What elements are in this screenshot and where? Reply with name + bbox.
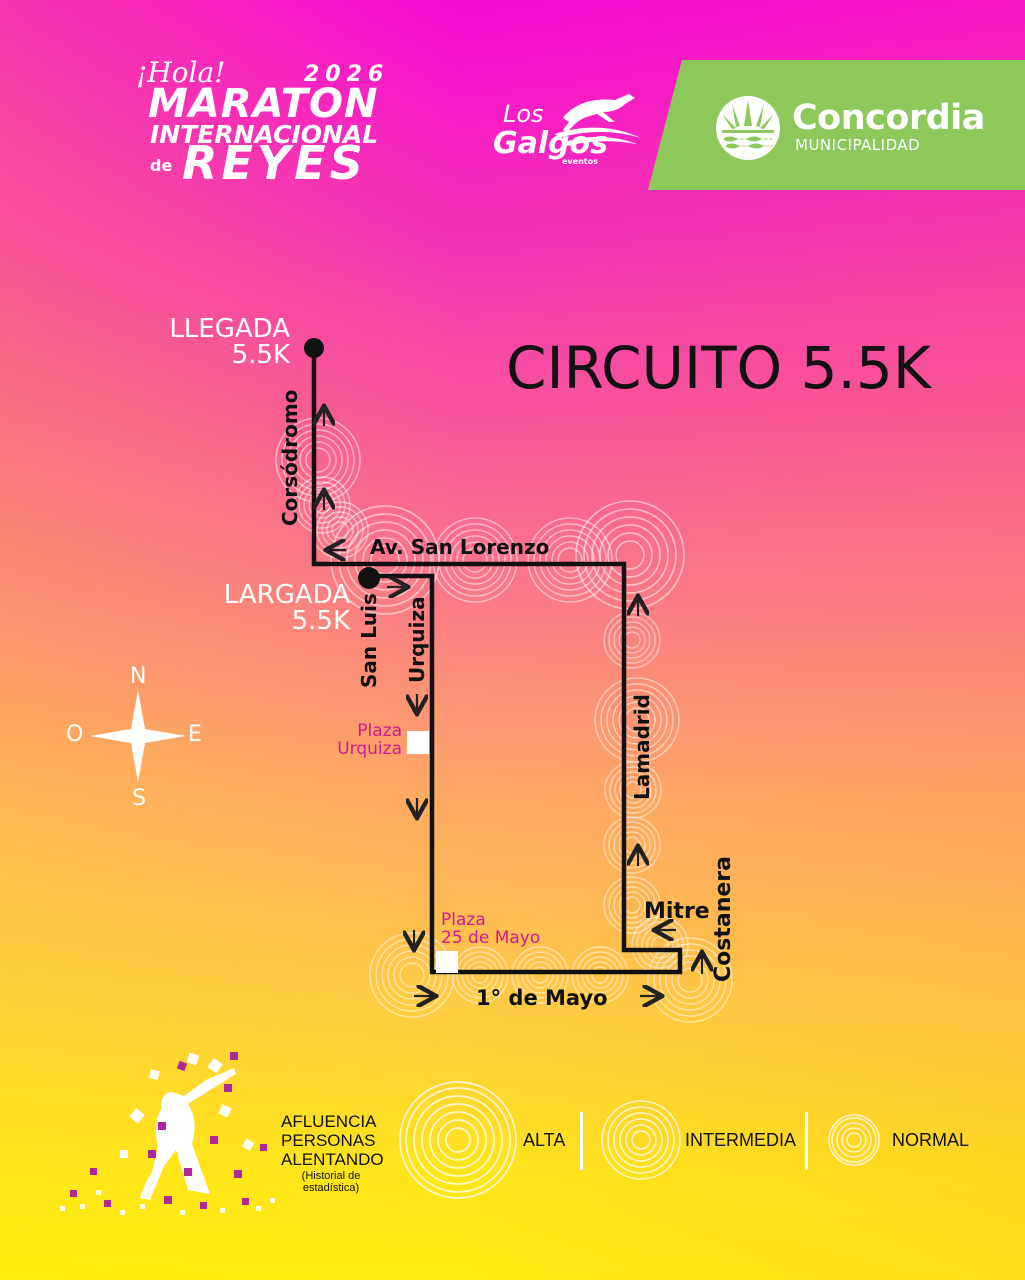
finish-label: LLEGADA 5.5K: [150, 316, 290, 368]
legend-title-line3: ALENTANDO: [281, 1150, 384, 1169]
start-label: LARGADA 5.5K: [210, 582, 350, 634]
legend-level-alta: ALTA: [523, 1130, 566, 1150]
direction-arrows: [324, 408, 702, 996]
legend-divider: [805, 1112, 808, 1170]
legend-title: AFLUENCIA PERSONAS ALENTANDO (Historial …: [281, 1112, 387, 1194]
finish-label-text: LLEGADA: [169, 314, 290, 344]
landmark-line2: Urquiza: [337, 739, 402, 759]
ring-intermedia-icon: [601, 1100, 681, 1180]
logo-greeting: ¡Hola!: [136, 56, 226, 89]
street-san-lorenzo: Av. San Lorenzo: [370, 535, 550, 559]
finish-distance: 5.5K: [231, 340, 290, 370]
landmark-plaza-urquiza: Plaza Urquiza: [336, 722, 402, 758]
ring-alta-icon: [399, 1081, 517, 1199]
plaza-urquiza-marker: [407, 731, 429, 754]
cheering-fan-icon: [60, 1052, 275, 1215]
landmark-line1: Plaza: [441, 910, 486, 930]
street-costanera: Costanera: [711, 856, 736, 982]
organizer-line1: Los: [503, 100, 544, 128]
legend-level-normal: NORMAL: [892, 1130, 970, 1150]
landmark-line2: 25 de Mayo: [441, 928, 541, 948]
landmark-line1: Plaza: [357, 721, 402, 741]
concordia-emblem-icon: [716, 96, 780, 160]
logo-line2: INTERNACIONAL: [150, 120, 379, 149]
logo-line1: MARATON: [148, 81, 379, 127]
start-distance: 5.5K: [291, 606, 350, 636]
compass-north: N: [130, 664, 147, 689]
street-corsodromo: Corsódromo: [278, 389, 302, 526]
logo-line3: REYES: [182, 136, 367, 190]
route-line: [311, 348, 683, 975]
start-marker: [358, 567, 380, 589]
sponsor-name: Concordia: [792, 98, 985, 138]
legend-subtitle-line1: (Historial de: [301, 1170, 361, 1182]
finish-marker: [304, 338, 324, 358]
logo-year: 2026: [304, 62, 390, 87]
logo-prefix: de: [150, 156, 173, 175]
legend-title-line2: PERSONAS: [281, 1131, 376, 1150]
street-san-luis: San Luis: [357, 593, 381, 688]
compass-star-icon: [90, 690, 186, 782]
landmark-plaza-25-de-mayo: Plaza 25 de Mayo: [441, 911, 540, 947]
street-urquiza: Urquiza: [405, 596, 429, 683]
plaza-25-mayo-marker: [436, 951, 458, 973]
street-1-de-mayo: 1° de Mayo: [476, 986, 608, 1010]
compass-east: E: [188, 722, 202, 747]
legend-level-intermedia: INTERMEDIA: [685, 1130, 797, 1150]
street-mitre: Mitre: [644, 899, 710, 924]
legend-rings: [399, 1081, 880, 1199]
organizer-sub: eventos: [562, 157, 598, 166]
start-label-text: LARGADA: [223, 580, 350, 610]
sponsor-banner: [648, 60, 1025, 190]
sponsor-sub: MUNICIPALIDAD: [795, 136, 921, 154]
legend-title-line1: AFLUENCIA: [281, 1112, 377, 1131]
street-lamadrid: Lamadrid: [630, 694, 654, 800]
legend-divider: [580, 1112, 583, 1170]
circuit-title: CIRCUITO 5.5K: [506, 334, 931, 402]
ring-normal-icon: [828, 1114, 880, 1166]
organizer-line2: Galgos: [493, 126, 609, 161]
compass-south: S: [132, 786, 146, 811]
greyhound-icon: [555, 94, 641, 146]
compass-west: O: [66, 722, 84, 747]
legend-subtitle-line2: estadística): [302, 1182, 360, 1194]
